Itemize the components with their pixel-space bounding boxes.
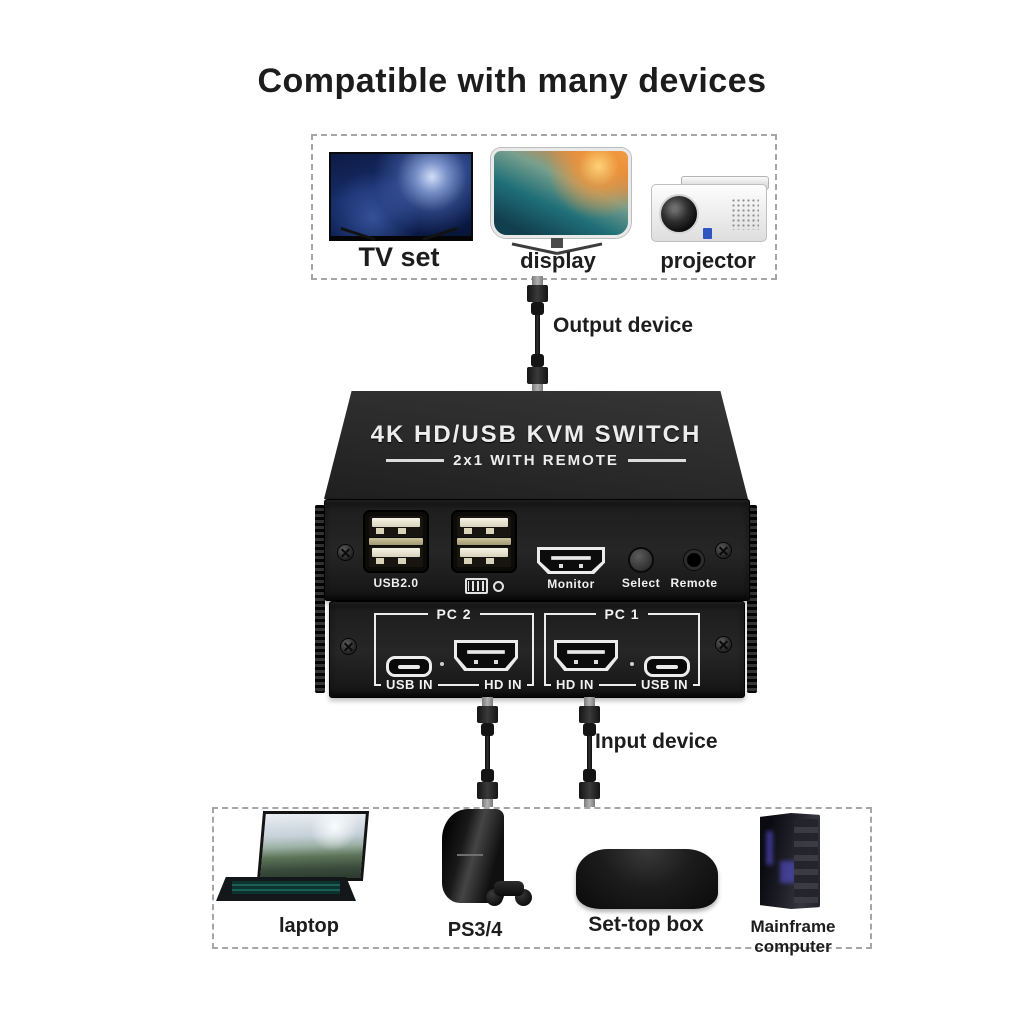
ps-label: PS3/4 [447,919,503,941]
pc2-bracket-side [374,615,376,685]
heatsink-fins-right [747,505,757,693]
page-title: Compatible with many devices [257,62,767,100]
mainframe-label: Mainframe computer [750,917,836,956]
ps-console-seam [456,854,483,857]
screw-icon [716,637,731,652]
pc1-bracket-top: PC 1 [544,606,700,622]
pc2-bracket-side [532,615,534,685]
usb-c-port [386,656,432,677]
led-hole [630,662,634,666]
usb-a-port [369,546,423,567]
mainframe-tower [760,813,820,909]
switch-rear-panel: PC 2 USB IN HD IN PC 1 [329,601,745,698]
projector-vents [731,198,759,230]
usb-port-divider [369,538,423,545]
screw-icon [341,639,356,654]
heatsink-fins-left [315,505,325,693]
pc1-bracket-bottom: HD IN USB IN [544,677,700,692]
tv-label: TV set [358,242,440,272]
pc1-label: PC 1 [604,606,640,622]
usb-port-block [363,510,429,573]
laptop-screen [256,811,370,881]
usb2-label: USB2.0 [373,576,419,590]
pc2-usb-in-label: USB IN [386,677,434,692]
usb-port-divider [457,538,511,545]
led-hole [440,662,444,666]
usb-c-port [644,656,690,677]
pc1-usb-in-label: USB IN [640,677,688,692]
switch-front-panel: USB2.0 Monitor Select Remote [324,499,750,601]
pc1-bracket-side [698,615,700,685]
hdmi-monitor-port [537,547,605,574]
laptop-label: laptop [279,915,339,937]
tower-glow [766,831,773,865]
usb-a-port [457,546,511,567]
remote-label: Remote [670,576,718,590]
display-stand [551,238,563,248]
hdmi-in-port [454,640,518,671]
output-hdmi-cable-icon [524,276,550,393]
laptop-base [216,877,356,901]
input-hdmi-cable-icon [576,697,602,808]
keyboard-icon [464,578,488,594]
pc2-group: PC 2 USB IN HD IN [374,606,534,692]
switch-title: 4K HD/USB KVM SWITCH [370,421,702,448]
subtitle-rule [627,459,686,462]
screw-icon [338,545,353,560]
input-hdmi-cable-icon [474,697,500,808]
pc2-bracket-top: PC 2 [374,606,534,622]
projector-lens-icon [659,194,699,234]
switch-top-face: 4K HD/USB KVM SWITCH 2x1 WITH REMOTE [324,391,748,499]
keyboard-mouse-icons [451,578,517,594]
mouse-icon [492,580,504,592]
input-devices-box: laptop PS3/4 Set-top box Mainframe compu… [212,807,872,956]
usb-port-block [451,510,517,573]
display-screen [491,148,631,238]
ps-console [442,809,504,903]
switch-subtitle-row: 2x1 WITH REMOTE [324,452,748,469]
gamepad-icon [486,879,532,906]
pc1-hd-in-label: HD IN [556,677,594,692]
output-devices-box: TV set display projector [311,134,777,280]
settop-label: Set-top box [588,913,704,936]
tower-glow [780,861,796,883]
pc2-bracket-bottom: USB IN HD IN [374,677,534,692]
screw-icon [716,543,731,558]
switch-subtitle: 2x1 WITH REMOTE [453,452,619,469]
select-label: Select [621,576,661,590]
pc2-label: PC 2 [436,606,472,622]
select-button [630,549,652,571]
usb-a-port [457,516,511,537]
laptop-keyboard [232,881,340,894]
pc1-bracket-side [544,615,546,685]
hdmi-in-port [554,640,618,671]
usb-a-port [369,516,423,537]
display-label: display [520,248,596,273]
projector-label: projector [660,248,756,273]
input-device-label: Input device [595,730,718,753]
subtitle-rule [386,459,445,462]
tv-screen [329,152,473,241]
tower-front-panel [794,819,818,903]
remote-jack [684,550,704,570]
monitor-label: Monitor [547,577,595,591]
settop-box [576,849,718,909]
pc2-hd-in-label: HD IN [484,677,522,692]
projector-button [703,228,712,239]
output-device-label: Output device [553,314,694,337]
pc1-group: PC 1 HD IN USB IN [544,606,700,692]
